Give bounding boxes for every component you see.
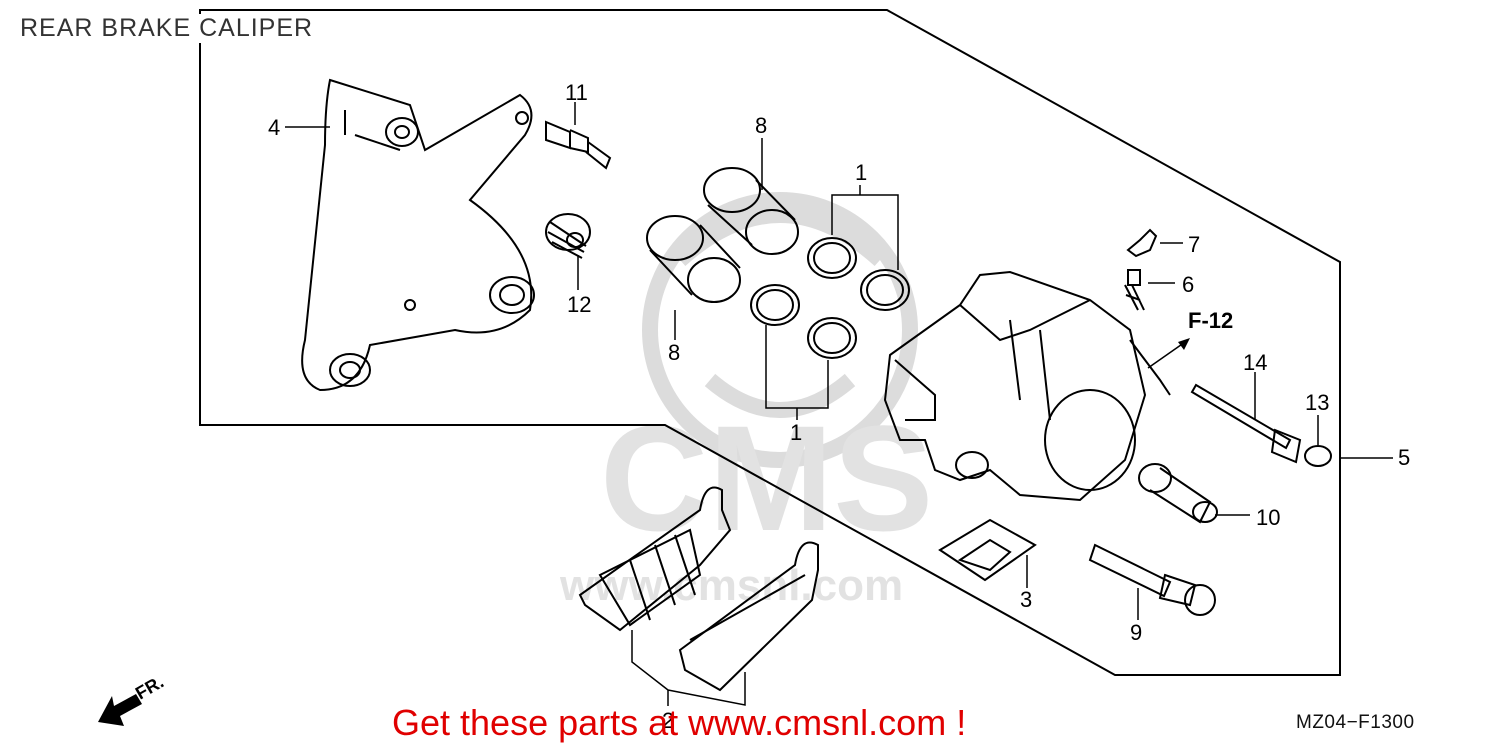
piston-upper	[703, 167, 799, 255]
slide-pin	[1088, 543, 1216, 616]
sleeve-bolt	[1138, 463, 1218, 524]
callout-11: 11	[565, 80, 588, 105]
callout-1-lower: 1	[790, 420, 802, 445]
callout-leaders	[285, 102, 1393, 706]
callout-10: 10	[1256, 505, 1280, 530]
promo-link[interactable]: Get these parts at www.cmsnl.com !	[392, 702, 967, 743]
callout-2: 2	[662, 708, 674, 733]
piston-lower	[646, 215, 741, 303]
callout-7: 7	[1188, 232, 1200, 257]
callout-8-lower: 8	[668, 340, 680, 365]
callout-12: 12	[567, 292, 591, 317]
pin-boot	[545, 213, 591, 259]
reference-arrowhead	[1178, 338, 1190, 350]
diagram-code: MZ04−F1300	[1296, 712, 1415, 733]
diagram-title: REAR BRAKE CALIPER	[20, 14, 318, 43]
callout-14: 14	[1243, 350, 1267, 375]
pad-pin	[1190, 383, 1302, 464]
front-arrow-icon	[98, 694, 142, 726]
piston-seals	[750, 237, 910, 359]
callout-6: 6	[1182, 272, 1194, 297]
callout-3: 3	[1020, 587, 1032, 612]
callout-13: 13	[1305, 390, 1329, 415]
callout-1-upper: 1	[855, 160, 867, 185]
front-direction-marker: FR.	[98, 672, 167, 726]
caliper-bracket	[301, 78, 535, 392]
callout-8-upper: 8	[755, 113, 767, 138]
bleeder-cap	[1126, 228, 1158, 258]
caliper-body	[883, 270, 1171, 502]
reference-f12: F-12	[1188, 308, 1233, 333]
callout-5: 5	[1398, 445, 1410, 470]
pad-spring	[938, 518, 1037, 582]
pin-bolt	[545, 120, 612, 170]
pin-plug	[1304, 445, 1332, 467]
callout-4: 4	[268, 115, 280, 140]
bleeder-screw	[1124, 269, 1145, 311]
callout-9: 9	[1130, 620, 1142, 645]
assembly-frame	[199, 9, 1341, 676]
brake-pad-set	[578, 486, 819, 692]
